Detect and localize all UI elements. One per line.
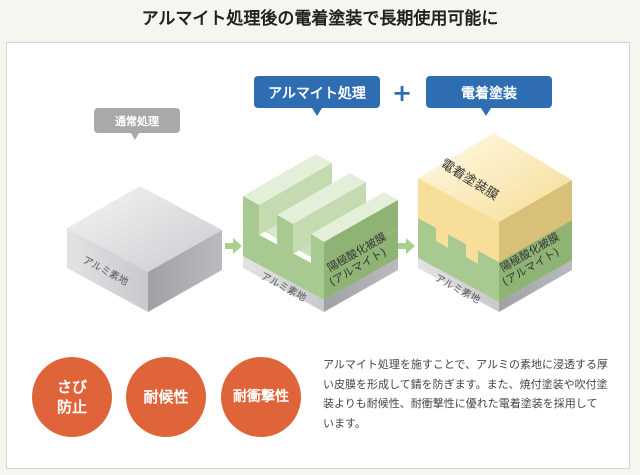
plus-icon: + [392, 79, 412, 107]
alumite-process-label: アルマイト処理 [268, 85, 366, 102]
badge-rust-prevention: さび防止 [32, 357, 112, 437]
badge-text: 耐衝撃性 [233, 389, 289, 405]
description-text: アルマイト処理を施すことで、アルミの素地に浸透する厚い皮膜を形成して錆を防ぎます… [323, 358, 609, 430]
page-title: アルマイト処理後の電着塗装で長期使用可能に [141, 9, 499, 29]
arrow-right-icon [225, 238, 242, 254]
badge-impact-resistance: 耐衝撃性 [221, 357, 301, 437]
anodized-cube: アルミ素地 陽極酸化被膜 (アルマイト) [243, 154, 398, 312]
badge-text: 防止 [56, 398, 87, 416]
badge-text: さび [56, 378, 87, 396]
ed-coated-cube: 電着塗装膜 アルミ素地 陽極酸化被膜 (アルマイト) [418, 133, 572, 312]
ed-coating-label: 電着塗装 [461, 85, 518, 102]
ed-coating-bubble: 電着塗装 [426, 76, 552, 116]
aluminum-base-cube: アルミ素地 [67, 186, 222, 312]
normal-process-label: 通常処理 [115, 114, 159, 128]
normal-process-bubble: 通常処理 [94, 108, 180, 140]
alumite-process-bubble: アルマイト処理 [254, 76, 380, 116]
badge-weather-resistance: 耐候性 [126, 357, 206, 437]
badge-text: 耐候性 [143, 388, 189, 406]
arrow-right-icon [398, 238, 415, 254]
